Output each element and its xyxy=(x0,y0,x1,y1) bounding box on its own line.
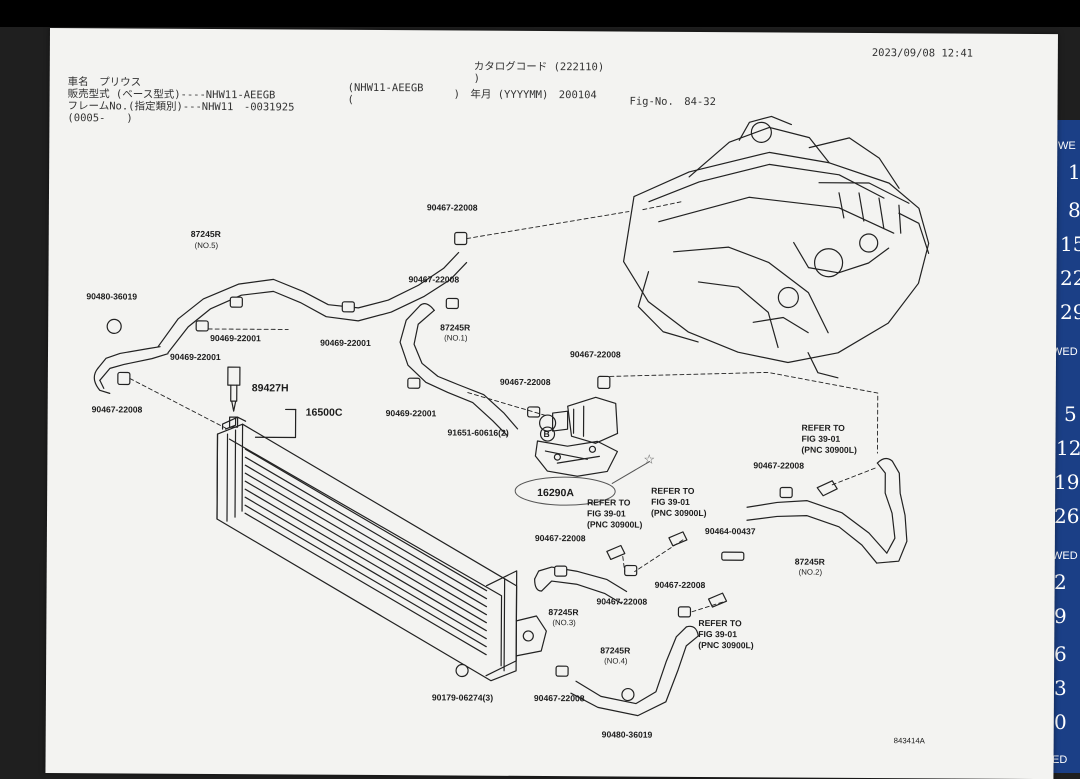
calendar-label: 6 xyxy=(1054,642,1067,666)
refer-line: FIG 39-01 xyxy=(801,434,840,444)
label-87245r: 87245R xyxy=(795,557,826,567)
calendar-label: 1 xyxy=(1068,160,1080,184)
calendar-label: WED xyxy=(1052,550,1078,562)
refer-line: REFER TO xyxy=(802,423,846,433)
label-bolt-b: B xyxy=(543,429,549,439)
label-90467: 90467-22008 xyxy=(596,596,647,606)
label-87245r: 87245R xyxy=(600,645,631,655)
refer-note-1: REFER TO FIG 39-01 (PNC 30900L) xyxy=(801,423,857,455)
refer-line: REFER TO xyxy=(587,497,631,507)
calendar-label: WE xyxy=(1058,140,1076,152)
calendar-label: 15 xyxy=(1060,232,1080,256)
label-87245r-no: (NO.2) xyxy=(799,568,823,577)
figure-id: 843414A xyxy=(894,736,926,745)
label-90469: 90469-22001 xyxy=(386,408,437,418)
refer-line: (PNC 30900L) xyxy=(698,640,754,650)
top-black-bar xyxy=(0,0,1080,27)
parts-catalog-sheet: 車名 プリウス 販売型式 (ベース型式)----NHW11-AEEGB フレーム… xyxy=(45,28,1058,779)
calendar-label: 5 xyxy=(1064,402,1077,426)
hose-87245r-no1 xyxy=(399,303,519,437)
refer-line: FIG 39-01 xyxy=(651,497,690,507)
handwritten-circle xyxy=(514,476,616,506)
label-90179: 90179-06274(3) xyxy=(432,692,493,702)
label-87245r: 87245R xyxy=(440,322,471,332)
hose-left-lower xyxy=(93,346,169,394)
calendar-label: 8 xyxy=(1068,198,1080,222)
label-90467: 90467-22008 xyxy=(427,202,478,212)
refer-line: FIG 39-01 xyxy=(587,508,626,518)
refer-note-2: REFER TO FIG 39-01 (PNC 30900L) xyxy=(587,497,643,529)
label-87245r-no: (NO.4) xyxy=(604,656,628,665)
sensor-89427h xyxy=(227,366,241,412)
calendar-label: 2 xyxy=(1054,570,1067,594)
calendar-label: 29 xyxy=(1060,300,1080,324)
calendar-label: 9 xyxy=(1054,604,1067,628)
pen-star-mark: ☆ xyxy=(643,452,655,467)
label-90469: 90469-22001 xyxy=(170,352,221,362)
engine-illustration xyxy=(622,115,930,379)
label-90467: 90467-22008 xyxy=(92,404,143,414)
calendar-label: 26 xyxy=(1054,504,1080,528)
label-91651: 91651-60616(2) xyxy=(448,427,509,437)
calendar-label: 3 xyxy=(1054,676,1067,700)
label-87245r: 87245R xyxy=(191,229,222,239)
label-90467: 90467-22008 xyxy=(534,693,585,703)
label-90467: 90467-22008 xyxy=(570,349,621,359)
calendar-label: 22 xyxy=(1060,266,1080,290)
refer-line: (PNC 30900L) xyxy=(801,445,857,455)
label-90467: 90467-22008 xyxy=(535,533,586,543)
pump-16290a xyxy=(534,396,619,477)
label-16500c: 16500C xyxy=(306,407,343,419)
hose-87245r-no2 xyxy=(746,457,908,564)
calendar-label: 12 xyxy=(1056,436,1080,460)
label-16290a: 16290A xyxy=(537,487,574,499)
clamp-markers xyxy=(106,231,793,702)
refer-note-3: REFER TO FIG 39-01 (PNC 30900L) xyxy=(651,486,707,518)
fitting-connectors xyxy=(606,480,838,608)
label-90467: 90467-22008 xyxy=(408,274,459,284)
label-87245r-no: (NO.1) xyxy=(444,333,468,342)
calendar-label: 0 xyxy=(1054,710,1067,734)
calendar-label: WED xyxy=(1052,346,1078,358)
label-90469: 90469-22001 xyxy=(320,338,371,348)
label-87245r-no: (NO.3) xyxy=(552,618,576,627)
refer-note-4: REFER TO FIG 39-01 (PNC 30900L) xyxy=(698,618,754,650)
label-89427h: 89427H xyxy=(252,382,289,394)
label-90480: 90480-36019 xyxy=(86,291,137,301)
refer-line: REFER TO xyxy=(698,618,742,628)
hose-87245r-no4 xyxy=(570,625,699,717)
calendar-label: ED xyxy=(1052,754,1068,766)
radiator-16500c xyxy=(216,416,547,682)
parts-diagram: 90467-22008 87245R (NO.5) 90467-22008 90… xyxy=(86,115,930,745)
refer-line: (PNC 30900L) xyxy=(587,519,643,529)
hose-87245r-no5 xyxy=(157,251,468,354)
leader-16500c xyxy=(254,408,297,439)
label-90469: 90469-22001 xyxy=(210,333,261,343)
label-87245r-no: (NO.5) xyxy=(195,241,219,250)
label-90467: 90467-22008 xyxy=(500,377,551,387)
refer-line: REFER TO xyxy=(651,486,695,496)
bolt-b-marker xyxy=(539,426,556,442)
calendar-label: 19 xyxy=(1054,470,1080,494)
label-90467: 90467-22008 xyxy=(655,580,706,590)
label-90464: 90464-00437 xyxy=(705,526,756,536)
label-90467: 90467-22008 xyxy=(753,460,804,470)
label-87245r: 87245R xyxy=(548,607,579,617)
label-90480: 90480-36019 xyxy=(602,729,653,739)
refer-line: (PNC 30900L) xyxy=(651,508,707,518)
refer-line: FIG 39-01 xyxy=(698,629,737,639)
part-labels: 90467-22008 87245R (NO.5) 90467-22008 90… xyxy=(86,202,926,745)
dashed-leaders xyxy=(129,201,879,613)
